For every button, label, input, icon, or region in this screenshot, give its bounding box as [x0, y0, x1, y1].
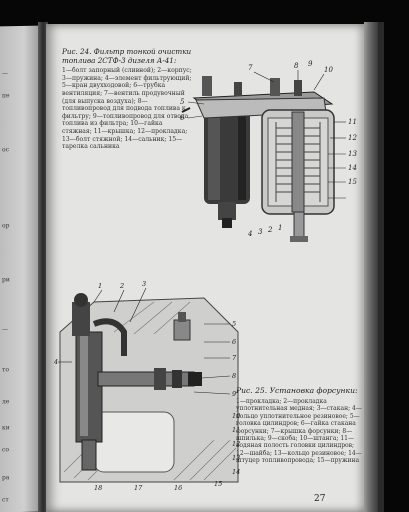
callout-label: 13	[348, 150, 357, 158]
callout-label: 1	[278, 224, 282, 232]
book-cover-shadow	[378, 22, 384, 512]
figure-25-legend: 1—прокладка; 2—прокладка уплотнительная …	[236, 398, 362, 465]
callout-label: 18	[94, 484, 102, 492]
callout-label: 11	[348, 118, 357, 126]
callout-label: 2	[119, 282, 124, 290]
book-spine	[38, 22, 48, 512]
left-page-fragment: то	[2, 366, 9, 374]
callout-label: 16	[174, 484, 182, 492]
left-page-fragment: —	[2, 326, 8, 334]
left-page-fragment: ле	[2, 398, 10, 406]
callout-label: 17	[134, 484, 143, 492]
callout-label: 6	[180, 114, 185, 122]
callout-label: 7	[248, 64, 253, 72]
left-page-fragment: ст	[2, 496, 9, 504]
callout-label: 10	[232, 412, 240, 420]
callout-label: 12	[348, 134, 357, 142]
page-number: 27	[314, 494, 326, 504]
callout-label: 4	[54, 358, 58, 366]
callout-label: 15	[348, 178, 357, 186]
figure-24-filter-drawing	[181, 70, 346, 242]
left-page-fragment: ра	[2, 474, 10, 482]
callout-label: 2	[267, 226, 273, 234]
callout-label: 5	[180, 98, 185, 106]
callout-label: 12	[232, 440, 240, 448]
callout-label: 15	[214, 480, 222, 488]
figure-24-caption: Рис. 24. Фильтр тонкой очистки топлива 2…	[62, 47, 192, 65]
left-page-fragment: ри	[2, 276, 10, 284]
figure-25-injector-drawing	[58, 287, 239, 483]
callout-label: 6	[232, 338, 236, 346]
callout-label: 9	[308, 60, 313, 68]
callout-label: 14	[348, 164, 357, 172]
callout-label: 13	[232, 454, 240, 462]
callout-label: 9	[232, 390, 236, 398]
left-page-fragment: пе	[2, 92, 10, 100]
callout-label: 3	[142, 280, 146, 288]
left-page-fragment: со	[2, 446, 9, 454]
figure-24-caption-block: Рис. 24. Фильтр тонкой очистки топлива 2…	[62, 47, 192, 151]
callout-label: 11	[232, 426, 240, 434]
callout-label: 3	[258, 228, 263, 236]
callout-label: 5	[232, 320, 236, 328]
figure-25-caption-block: Рис. 25. Установка форсунки: 1—прокладка…	[236, 386, 362, 465]
callout-label: 7	[232, 354, 237, 362]
book-cover-edge	[364, 22, 378, 512]
left-page-fragment: ор	[2, 222, 10, 230]
previous-page-edge: — пе ос ор ри — то ле ки со ра ст	[0, 25, 40, 512]
left-page-fragment: —	[2, 70, 8, 78]
callout-label: 8	[294, 62, 299, 70]
figure-24-callouts: 5 6 7 8 9 10 11 12 13 14 15 1 2 3 4	[180, 60, 357, 238]
left-page-fragment: ос	[2, 146, 9, 154]
left-page-fragment: ки	[2, 424, 10, 432]
book-page: Рис. 24. Фильтр тонкой очистки топлива 2…	[46, 24, 364, 512]
figure-24-legend: 1—болт запорный (сливной); 2—корпус; 3—п…	[62, 67, 192, 151]
figure-25-callouts: 1 2 3 4 5 6 7 8 9 10 11 12 13 14 15 16 1…	[54, 280, 240, 492]
figure-25-caption: Рис. 25. Установка форсунки:	[236, 386, 358, 395]
callout-label: 8	[232, 372, 236, 380]
callout-label: 10	[324, 66, 333, 74]
callout-label: 14	[232, 468, 240, 476]
callout-label: 4	[247, 230, 252, 238]
callout-label: 1	[98, 282, 102, 290]
